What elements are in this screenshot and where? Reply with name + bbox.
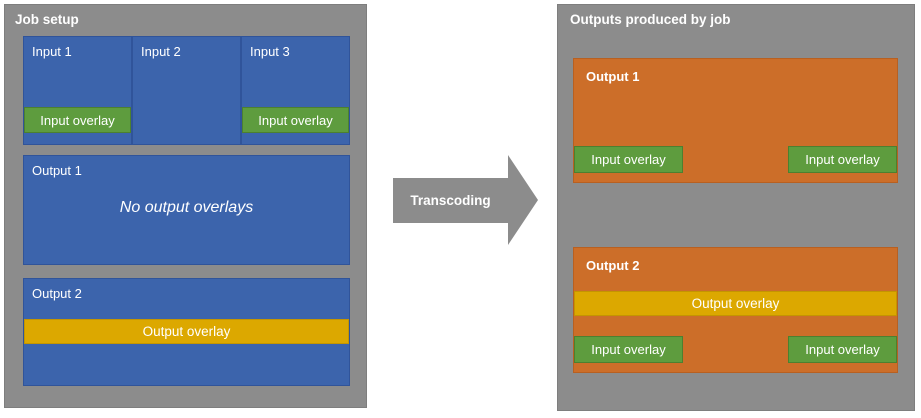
input-1-box: Input 1 Input overlay xyxy=(23,36,132,145)
input-3-label: Input 3 xyxy=(250,44,290,59)
transcoding-arrow-icon xyxy=(393,155,538,245)
produced-output-1-input-overlay-left: Input overlay xyxy=(574,146,683,173)
job-setup-title: Job setup xyxy=(15,12,79,27)
produced-output-2-output-overlay-bar: Output overlay xyxy=(574,291,897,316)
setup-output-2-box: Output 2 Output overlay xyxy=(23,278,350,386)
produced-output-2-label: Output 2 xyxy=(586,258,640,273)
setup-output-1-box: Output 1 No output overlays xyxy=(23,155,350,265)
outputs-panel-title: Outputs produced by job xyxy=(570,12,731,27)
input-3-box: Input 3 Input overlay xyxy=(241,36,350,145)
produced-output-1-label: Output 1 xyxy=(586,69,640,84)
produced-output-1-input-overlay-right: Input overlay xyxy=(788,146,897,173)
job-setup-panel: Job setup Input 1 Input overlay Input 2 … xyxy=(4,4,367,408)
input-1-label: Input 1 xyxy=(32,44,72,59)
transcoding-arrow-label: Transcoding xyxy=(410,193,491,208)
input-3-overlay: Input overlay xyxy=(242,107,349,133)
outputs-panel: Outputs produced by job Output 1 Input o… xyxy=(557,4,915,411)
setup-output-2-label: Output 2 xyxy=(32,286,82,301)
input-2-label: Input 2 xyxy=(141,44,181,59)
input-2-box: Input 2 xyxy=(132,36,241,145)
inputs-row: Input 1 Input overlay Input 2 Input 3 In… xyxy=(23,36,350,145)
produced-output-2-box: Output 2 Output overlay Input overlay In… xyxy=(573,247,898,373)
produced-output-1-box: Output 1 Input overlay Input overlay xyxy=(573,58,898,183)
setup-output-1-label: Output 1 xyxy=(32,163,82,178)
produced-output-2-input-overlay-left: Input overlay xyxy=(574,336,683,363)
no-output-overlays-note: No output overlays xyxy=(119,199,254,216)
setup-output-overlay-bar: Output overlay xyxy=(24,319,349,344)
produced-output-2-input-overlay-right: Input overlay xyxy=(788,336,897,363)
input-1-overlay: Input overlay xyxy=(24,107,131,133)
